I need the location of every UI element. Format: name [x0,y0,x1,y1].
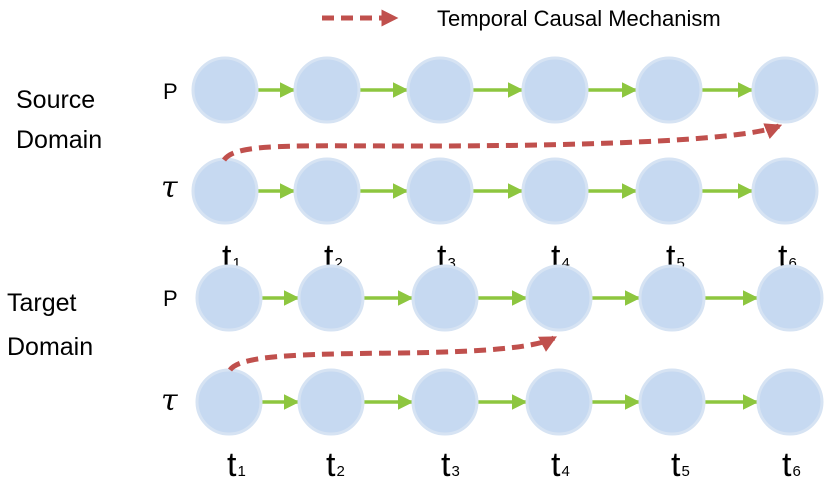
source-time-label-3: t3 [437,238,456,276]
source-domain-label: Source Domain [16,86,102,154]
time-label-base: t [222,238,232,276]
target-tau-node-t5 [638,368,706,436]
target-tau-node-t3 [411,368,479,436]
time-label-subscript: 6 [788,255,796,272]
source-tau-node-t2 [293,157,361,225]
source-tau-node-t5 [635,157,703,225]
time-label-base: t [437,238,447,276]
time-label-base: t [441,446,451,482]
target-row-label-p: P [163,286,178,311]
time-label-base: t [324,238,334,276]
target-p-node-t4 [525,264,593,332]
target-row-label-tau: τ [161,383,178,418]
target-p-node-t6 [756,264,824,332]
target-tau-node-t2 [297,368,365,436]
time-label-subscript: 4 [561,255,569,272]
time-label-subscript: 2 [334,255,342,272]
source-row-label-p: P [163,79,178,104]
source-domain-label-line-2: Domain [16,126,102,154]
source-p-node-t6 [751,56,819,124]
time-label-base: t [551,238,561,276]
time-label-base: t [778,238,788,276]
time-label-subscript: 3 [447,255,455,272]
time-label-base: t [227,446,237,482]
time-label-subscript: 5 [676,255,684,272]
time-label-subscript: 1 [237,463,245,480]
time-label-subscript: 1 [232,255,240,272]
time-label-base: t [326,446,336,482]
time-label-subscript: 3 [451,463,459,480]
target-p-node-t5 [638,264,706,332]
source-row-label-tau: τ [161,170,178,205]
legend: Temporal Causal Mechanism [322,6,721,31]
source-tau-node-t1 [191,157,259,225]
source-tau-node-t6 [751,157,819,225]
target-tau-node-t1 [195,368,263,436]
target-domain-label-line-2: Domain [7,333,93,361]
time-label-base: t [551,446,561,482]
time-label-base: t [666,238,676,276]
target-time-label-1: t1 [227,446,246,482]
legend-label: Temporal Causal Mechanism [437,6,721,31]
target-p-node-t2 [297,264,365,332]
source-time-label-6: t6 [778,238,797,276]
source-time-label-1: t1 [222,238,241,276]
target-row-p [195,264,824,332]
source-domain-label-line-1: Source [16,86,95,114]
target-time-label-2: t2 [326,446,345,482]
time-label-base: t [782,446,792,482]
target-tau-node-t6 [756,368,824,436]
target-domain-label-line-1: Target [7,289,77,317]
target-time-label-6: t6 [782,446,801,482]
time-label-subscript: 6 [792,463,800,480]
time-label-subscript: 2 [336,463,344,480]
target-p-node-t3 [411,264,479,332]
source-time-label-4: t4 [551,238,570,276]
target-time-label-3: t3 [441,446,460,482]
source-row-p [191,56,819,124]
target-domain-label: Target Domain [7,289,93,361]
source-tau-node-t3 [406,157,474,225]
time-label-base: t [671,446,681,482]
source-time-label-2: t2 [324,238,343,276]
source-row-tau [191,157,819,225]
target-temporal-causal-mechanism [227,335,558,372]
source-p-node-t5 [635,56,703,124]
source-temporal-causal-mechanism [221,123,783,162]
target-time-label-5: t5 [671,446,690,482]
source-p-node-t4 [521,56,589,124]
time-label-subscript: 4 [561,463,569,480]
source-tau-node-t4 [521,157,589,225]
source-p-node-t3 [406,56,474,124]
source-p-node-t1 [191,56,259,124]
source-time-label-5: t5 [666,238,685,276]
target-p-node-t1 [195,264,263,332]
target-time-label-4: t4 [551,446,570,482]
source-p-node-t2 [293,56,361,124]
target-row-tau [195,368,824,436]
target-tau-node-t4 [525,368,593,436]
time-label-subscript: 5 [681,463,689,480]
